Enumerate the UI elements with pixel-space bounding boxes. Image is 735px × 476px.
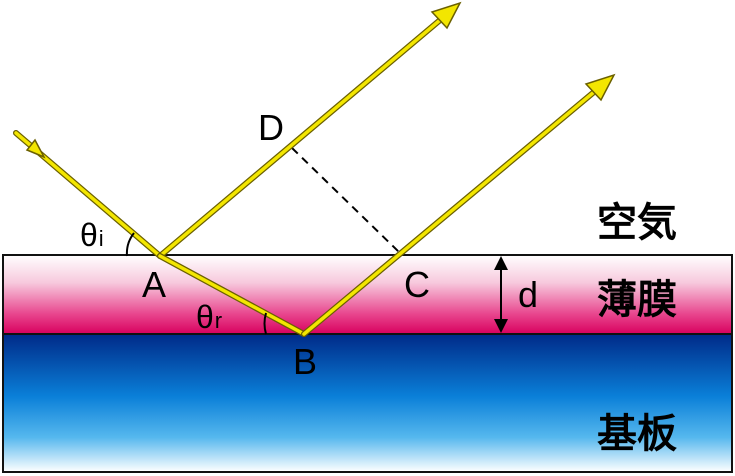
point-label-a: A xyxy=(142,264,166,305)
incidence-angle-arc xyxy=(125,232,135,257)
reflected-ray-bc-arrowhead xyxy=(584,73,616,102)
point-label-c: C xyxy=(404,264,430,305)
region-label-substrate: 基板 xyxy=(597,411,677,457)
refracted-ray-ab-core xyxy=(158,254,306,336)
region-label-air: 空気 xyxy=(597,200,677,246)
incident-ray-arrowhead xyxy=(25,138,46,159)
incidence-angle-label: θi xyxy=(80,217,104,253)
reflected-ray-bc-core xyxy=(302,80,608,336)
region-label-film: 薄膜 xyxy=(597,277,677,323)
thickness-label: d xyxy=(518,274,538,315)
substrate-layer xyxy=(2,333,733,473)
wavefront-dashed-line xyxy=(291,147,401,254)
reflected-ray-a-core xyxy=(158,8,454,258)
thin-film-layer xyxy=(2,254,733,335)
thickness-arrow-bottom xyxy=(494,319,508,333)
refraction-angle-label: θr xyxy=(196,299,222,335)
refraction-angle-arc xyxy=(263,312,267,335)
point-label-b: B xyxy=(293,341,317,382)
thickness-arrow-top xyxy=(494,256,508,270)
point-label-d: D xyxy=(258,107,284,148)
reflected-ray-a-arrowhead xyxy=(430,1,462,30)
